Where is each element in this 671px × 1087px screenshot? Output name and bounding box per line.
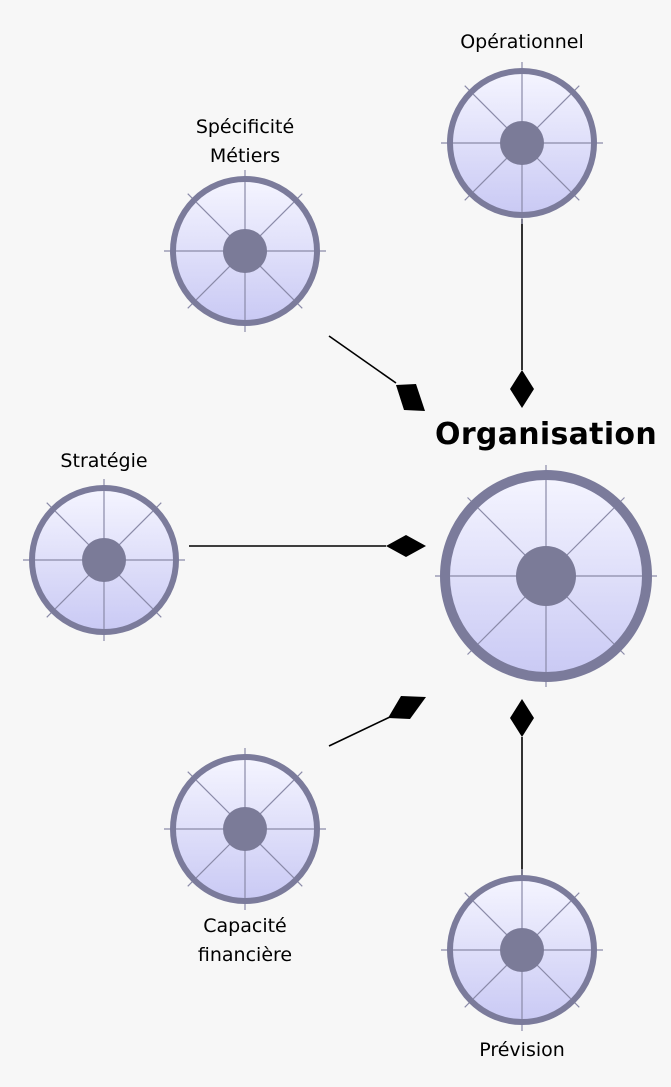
connector-specificite-metiers[interactable] — [328, 335, 425, 411]
connector-prevision[interactable] — [510, 699, 534, 877]
label-line: Prévision — [479, 1039, 565, 1061]
node-organisation[interactable] — [435, 465, 657, 687]
label-line: Capacité — [203, 915, 287, 937]
label-prevision: Prévision — [479, 1036, 565, 1065]
composition-diamond — [388, 696, 426, 719]
label-line: Opérationnel — [460, 31, 584, 53]
composition-diamond — [510, 699, 534, 737]
connector-strategie[interactable] — [189, 535, 426, 557]
connector-operationnel[interactable] — [510, 219, 534, 408]
composition-diamond — [510, 370, 534, 408]
label-organisation: Organisation — [435, 417, 657, 452]
label-capacite-financiere: Capacité financière — [198, 912, 292, 970]
label-specificite-metiers: Spécificité Métiers — [196, 113, 294, 171]
connector-capacite-financiere[interactable] — [328, 696, 426, 747]
node-specificite-metiers[interactable] — [164, 170, 326, 332]
node-operationnel[interactable] — [441, 62, 603, 224]
label-line: Métiers — [209, 145, 281, 167]
label-strategie: Stratégie — [60, 447, 147, 476]
node-strategie[interactable] — [23, 479, 185, 641]
node-capacite-financiere[interactable] — [164, 748, 326, 910]
label-operationnel: Opérationnel — [460, 28, 584, 57]
label-line: Spécificité — [195, 116, 295, 138]
label-line: Stratégie — [60, 450, 148, 472]
label-line: financière — [197, 944, 293, 966]
composition-diamond — [386, 535, 426, 557]
composition-diamond — [396, 384, 425, 411]
node-prevision[interactable] — [441, 869, 603, 1031]
